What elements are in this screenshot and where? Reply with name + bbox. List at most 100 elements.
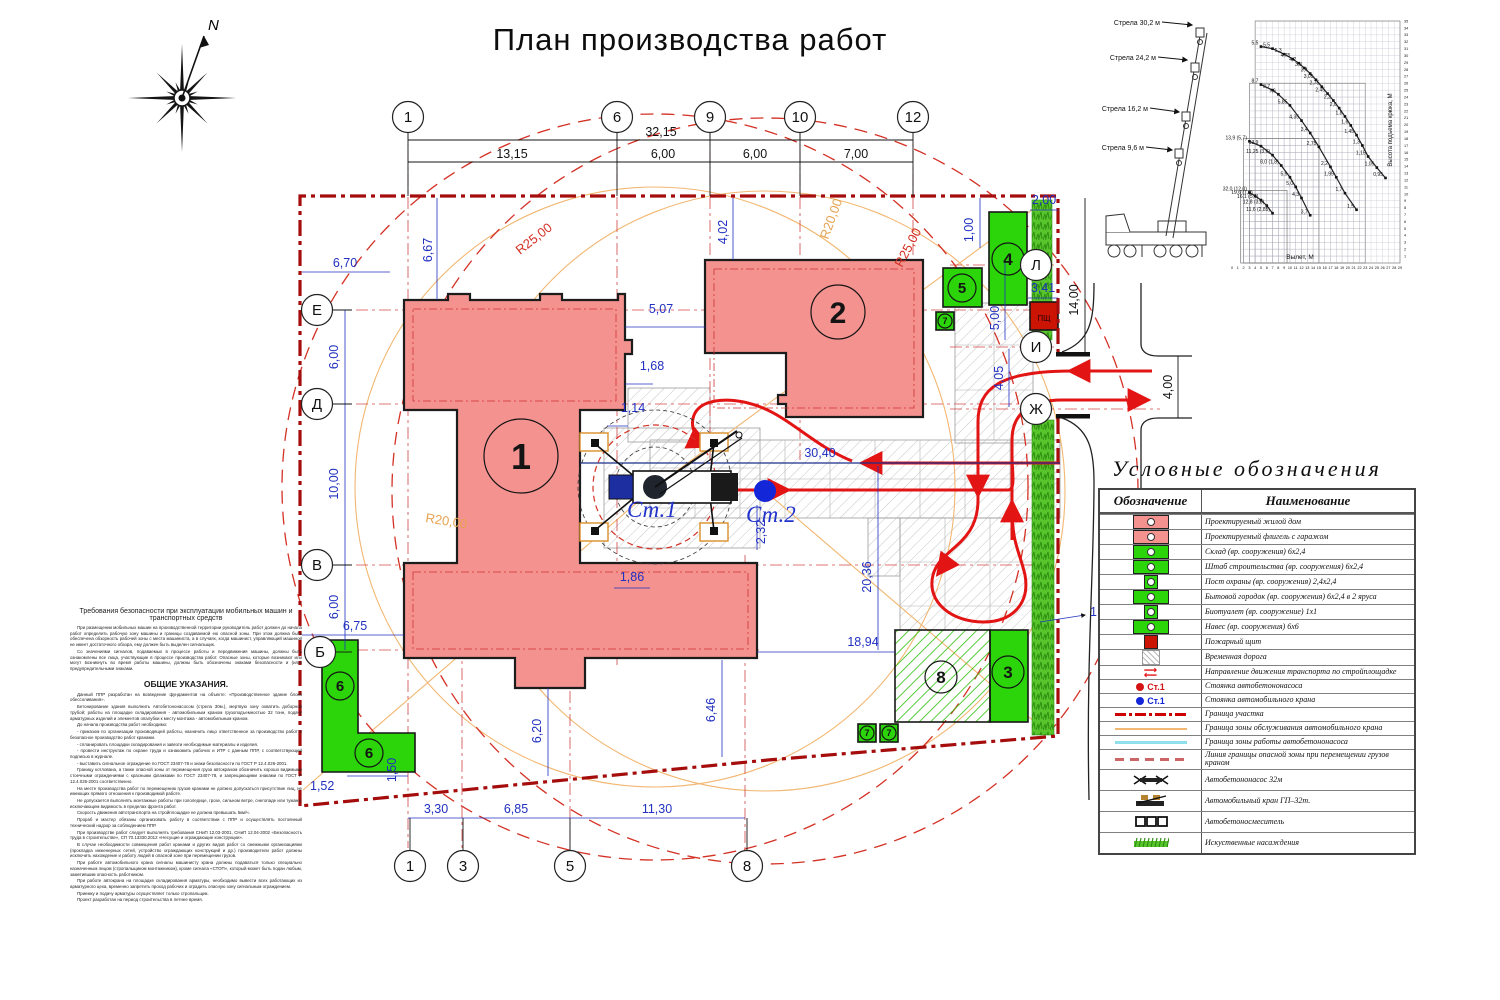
chart-x-tick: 22 bbox=[1357, 266, 1361, 270]
chart-curve bbox=[1260, 46, 1386, 179]
chart-point-label: 5,3 bbox=[1275, 48, 1282, 54]
dim-label: 6,46 bbox=[704, 698, 718, 722]
chart-point-label: 11,25 (3,6) bbox=[1246, 149, 1270, 155]
temporary-road bbox=[603, 302, 1061, 631]
legend-symbol-block-red-sm bbox=[1100, 635, 1202, 649]
radius-label: R20,00 bbox=[425, 510, 469, 531]
note-paragraph: При размещении мобильных машин на произв… bbox=[70, 625, 302, 648]
chart-x-tick: 1 bbox=[1237, 266, 1239, 270]
dim-label: 5,00 bbox=[988, 306, 1002, 330]
chart-point-label: 5,9 bbox=[1280, 171, 1287, 177]
chart-y-tick: 22 bbox=[1404, 109, 1408, 113]
axis-bubble: Ж bbox=[1029, 401, 1043, 418]
chart-point-label: 5,5 bbox=[1263, 43, 1270, 49]
chart-point-label: 2,2 bbox=[1321, 161, 1328, 167]
chart-x-tick: 13 bbox=[1305, 266, 1309, 270]
legend-row-label: Стоянка автобетононасоса bbox=[1205, 681, 1303, 691]
chart-x-tick: 17 bbox=[1328, 266, 1332, 270]
legend-row: Пост охраны (вр. сооружения) 2,4х2,4 bbox=[1100, 574, 1414, 589]
note-paragraph: Бетонирование здания выполнить Автобетон… bbox=[70, 704, 302, 721]
legend-row-label: Направление движения транспорта по строй… bbox=[1205, 667, 1397, 677]
dim-label: 4,05 bbox=[992, 366, 1006, 390]
safety-notes-body: При размещении мобильных машин на произв… bbox=[70, 625, 302, 672]
chart-y-tick: 16 bbox=[1404, 151, 1408, 155]
label-block-4: 4 bbox=[1003, 250, 1013, 269]
axis-bubble: И bbox=[1031, 339, 1042, 356]
note-paragraph: - приказом по организации производящей р… bbox=[70, 729, 302, 740]
dim-label: 6,00 bbox=[327, 595, 341, 619]
chart-x-tick: 2 bbox=[1243, 266, 1245, 270]
chart-point-label: 5,85 bbox=[1278, 99, 1288, 105]
dim-label: 3,30 bbox=[424, 802, 448, 816]
chart-y-tick: 25 bbox=[1404, 89, 1408, 93]
axis-bubble: 3 bbox=[459, 858, 467, 875]
legend-symbol-line-orange bbox=[1100, 722, 1202, 735]
chart-point-label: 5,5 bbox=[1252, 41, 1259, 47]
chart-x-tick: 0 bbox=[1231, 266, 1233, 270]
chart-y-tick: 7 bbox=[1404, 213, 1406, 217]
dim-label: 11,30 bbox=[642, 802, 672, 816]
note-paragraph: В случае необходимости совмещения работ … bbox=[70, 842, 302, 859]
north-arrow bbox=[199, 36, 209, 48]
legend-symbol-block-green bbox=[1100, 620, 1202, 634]
compass-ray bbox=[179, 44, 185, 98]
boom-label: Стрела 24,2 м bbox=[1110, 55, 1156, 62]
legend-row-label: Пост охраны (вр. сооружения) 2,4х2,4 bbox=[1205, 576, 1337, 586]
legend-row-label: Линия границы опасной зоны при перемещен… bbox=[1205, 750, 1389, 768]
label-block-8: 8 bbox=[936, 668, 945, 687]
station-symbol-label: Ст.1 bbox=[1147, 695, 1165, 706]
legend-row-label: Автобетоносмеситель bbox=[1205, 816, 1285, 826]
chart-x-tick: 27 bbox=[1386, 266, 1390, 270]
chart-x-tick: 15 bbox=[1317, 266, 1321, 270]
axis-bubble: 6 bbox=[613, 109, 621, 126]
legend-symbol-station-blue: Ст.1 bbox=[1100, 694, 1202, 707]
chart-point-label: 0,95 bbox=[1373, 172, 1383, 178]
dim-label: 10,00 bbox=[327, 468, 341, 499]
chart-y-tick: 2 bbox=[1404, 248, 1406, 252]
building-1 bbox=[402, 292, 759, 690]
chart-point-label: 2,2 bbox=[1324, 95, 1331, 101]
chart-point-label: 1,95 bbox=[1324, 171, 1334, 177]
chart-point-label: 1,7 bbox=[1336, 187, 1343, 193]
legend-row-label: Автобетононасос 32м bbox=[1205, 774, 1283, 784]
note-paragraph: Прораб и мастер обязаны организовать раб… bbox=[70, 817, 302, 828]
chart-y-tick: 30 bbox=[1404, 54, 1408, 58]
chart-y-tick: 34 bbox=[1404, 26, 1408, 30]
crane-load-chart: Стрела 30,2 м Стрела 24,2 м Стрела 16,2 … bbox=[1102, 19, 1408, 270]
chart-y-tick: 10 bbox=[1404, 192, 1408, 196]
chart-x-tick: 26 bbox=[1381, 266, 1385, 270]
chart-point-label: 13,9 bbox=[1249, 140, 1259, 146]
chart-point-label: 7,6 bbox=[1269, 88, 1276, 94]
chart-point-label: 16,1 (5,1) bbox=[1237, 194, 1259, 200]
station-1-label: Ст.1 bbox=[627, 497, 677, 522]
legend-row: Автобетононасос 32м bbox=[1100, 768, 1414, 790]
legend-row: Бытовой городок (вр. сооружения) 6х2,4 в… bbox=[1100, 589, 1414, 604]
chart-point-label: 3,8 bbox=[1295, 62, 1302, 68]
dim-label: 1,14 bbox=[621, 401, 645, 415]
legend-header-symbol: Обозначение bbox=[1100, 490, 1202, 512]
legend-symbol-block-green bbox=[1100, 545, 1202, 559]
note-paragraph: На месте производства работ по перемещен… bbox=[70, 785, 302, 797]
general-notes-title: ОБЩИЕ УКАЗАНИЯ. bbox=[143, 678, 229, 689]
chart-x-tick: 16 bbox=[1323, 266, 1327, 270]
legend-header-row: Обозначение Наименование bbox=[1100, 490, 1414, 514]
dim-label: 6,75 bbox=[343, 619, 367, 633]
chart-y-tick: 12 bbox=[1404, 178, 1408, 182]
chart-point-label: 8,7 bbox=[1252, 79, 1259, 85]
chart-point-label: 4,75 bbox=[1281, 53, 1291, 59]
chart-point-label: 19,6 (7,0) bbox=[1231, 190, 1253, 196]
chart-x-tick: 9 bbox=[1283, 266, 1285, 270]
chart-y-tick: 14 bbox=[1404, 165, 1408, 169]
chart-x-tick: 18 bbox=[1334, 266, 1338, 270]
chart-point-label: 3,4 bbox=[1301, 68, 1308, 74]
legend-symbol-icon-pump bbox=[1100, 769, 1202, 790]
chart-x-tick: 23 bbox=[1363, 266, 1367, 270]
legend-symbol-block-green bbox=[1100, 590, 1202, 604]
chart-y-tick: 3 bbox=[1404, 241, 1406, 245]
legend-row: Склад (вр. сооружения) 6х2,4 bbox=[1100, 544, 1414, 559]
dimension-lines-black bbox=[333, 133, 1179, 850]
station-2-label: Ст.2 bbox=[746, 502, 796, 527]
